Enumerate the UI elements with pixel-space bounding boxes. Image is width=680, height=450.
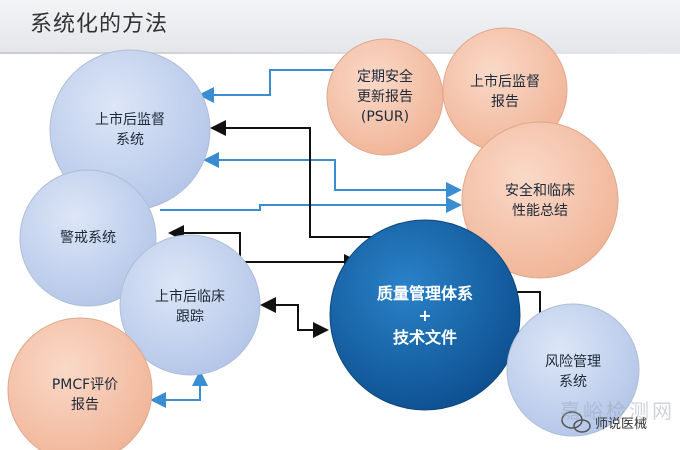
wechat-logo-icon <box>561 411 591 433</box>
watermark-account: 师说医械 <box>595 417 648 432</box>
node-psur <box>326 38 444 156</box>
title-divider <box>0 52 680 54</box>
node-qms-technical-file <box>329 219 521 411</box>
watermark-brand: 嘉峪检测网 <box>560 399 675 423</box>
arrow-postmarket-qms <box>210 120 412 245</box>
page-title: 系统化的方法 <box>30 12 169 37</box>
arrow-postmarket-psur <box>198 62 354 103</box>
node-safety-clinical-summary <box>461 121 619 279</box>
arrow-pmcf-report <box>150 370 208 408</box>
title-bar: 系统化的方法 <box>0 0 680 52</box>
arrow-postmarket-safety <box>203 152 462 198</box>
arrow-pmcf-qms <box>260 297 329 338</box>
node-pmcf <box>119 234 261 376</box>
node-pmcf-report <box>7 317 153 450</box>
node-vigilance-system <box>19 169 157 307</box>
arrow-vigilance-qms <box>168 225 360 270</box>
node-risk-management <box>506 303 640 437</box>
